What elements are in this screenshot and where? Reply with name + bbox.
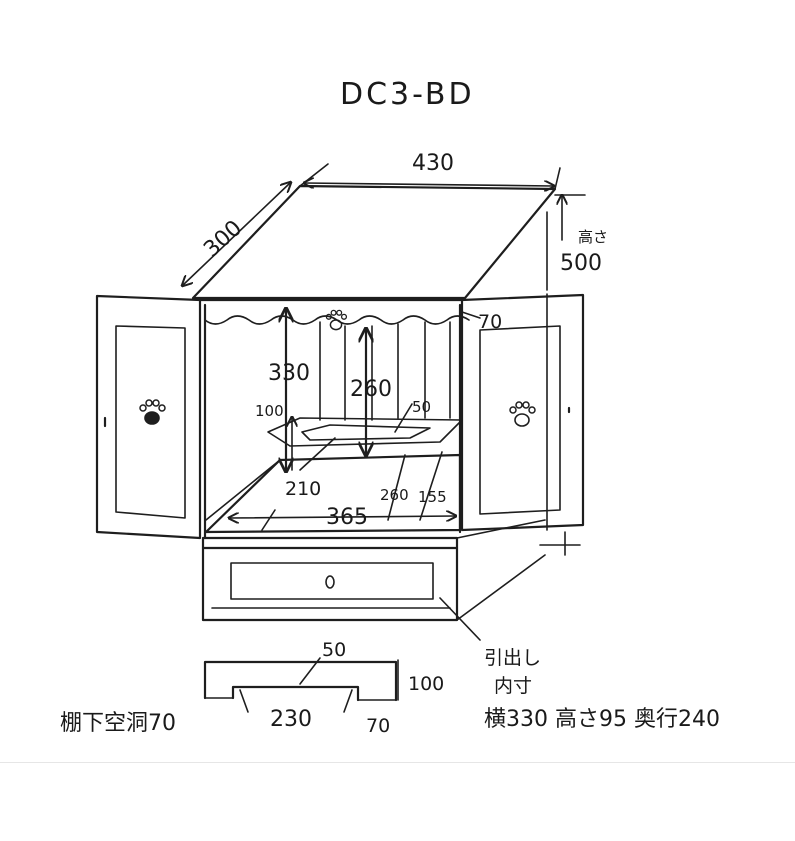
drawer-base xyxy=(201,519,546,622)
cabinet-top xyxy=(191,184,557,300)
dim-height-caption: 高さ xyxy=(578,228,608,246)
drawer-note-line3: 横330 高さ95 奥行240 xyxy=(484,707,720,732)
dim-upper-label: 260 xyxy=(350,377,392,402)
shelf-detail: 50 100 230 70 xyxy=(203,639,444,737)
drawer-note-line1: 引出し xyxy=(484,647,541,669)
dim-top-depth: 300 xyxy=(183,183,290,285)
dim-inner-height-label: 330 xyxy=(268,361,310,386)
paw-icon xyxy=(509,401,536,427)
knob-icon xyxy=(325,575,335,589)
dim-floor-leader xyxy=(299,437,336,471)
dim-inner-width-label: 365 xyxy=(326,505,368,530)
page-bottom-band xyxy=(0,762,795,841)
dim-top-width: 430 xyxy=(299,151,561,189)
dim-shelf-depth-leader xyxy=(394,403,413,433)
dim-shelf-offset-label: 100 xyxy=(255,402,284,420)
drawer-note-leader xyxy=(439,597,481,641)
paw-icon xyxy=(139,399,166,425)
dim-top-width-label: 430 xyxy=(412,151,454,176)
dim-crown-leader xyxy=(461,311,481,319)
dim-crown-label: 70 xyxy=(478,311,502,333)
dim-height-label: 500 xyxy=(560,251,602,276)
shelf-detail-height: 100 xyxy=(408,673,444,695)
shelf-detail-width: 230 xyxy=(270,707,312,732)
right-door xyxy=(460,293,585,532)
drawer-note-line2: 内寸 xyxy=(494,675,532,697)
paw-icon xyxy=(325,309,348,331)
dim-inner-width-arrow xyxy=(230,516,455,518)
dim-floor-label: 210 xyxy=(285,478,321,500)
left-door xyxy=(95,294,202,540)
shelf-detail-gap: 70 xyxy=(366,715,390,737)
dim-shelf-right-label: 155 xyxy=(418,488,447,506)
dim-height: 高さ 500 xyxy=(539,195,608,556)
dim-shelf-depth-label: 50 xyxy=(412,398,431,416)
shelf-caption: 棚下空洞70 xyxy=(60,711,176,736)
diagram-title: DC3-BD xyxy=(340,77,475,112)
shelf-detail-depth: 50 xyxy=(322,639,346,661)
dim-top-depth-label: 300 xyxy=(199,216,247,263)
